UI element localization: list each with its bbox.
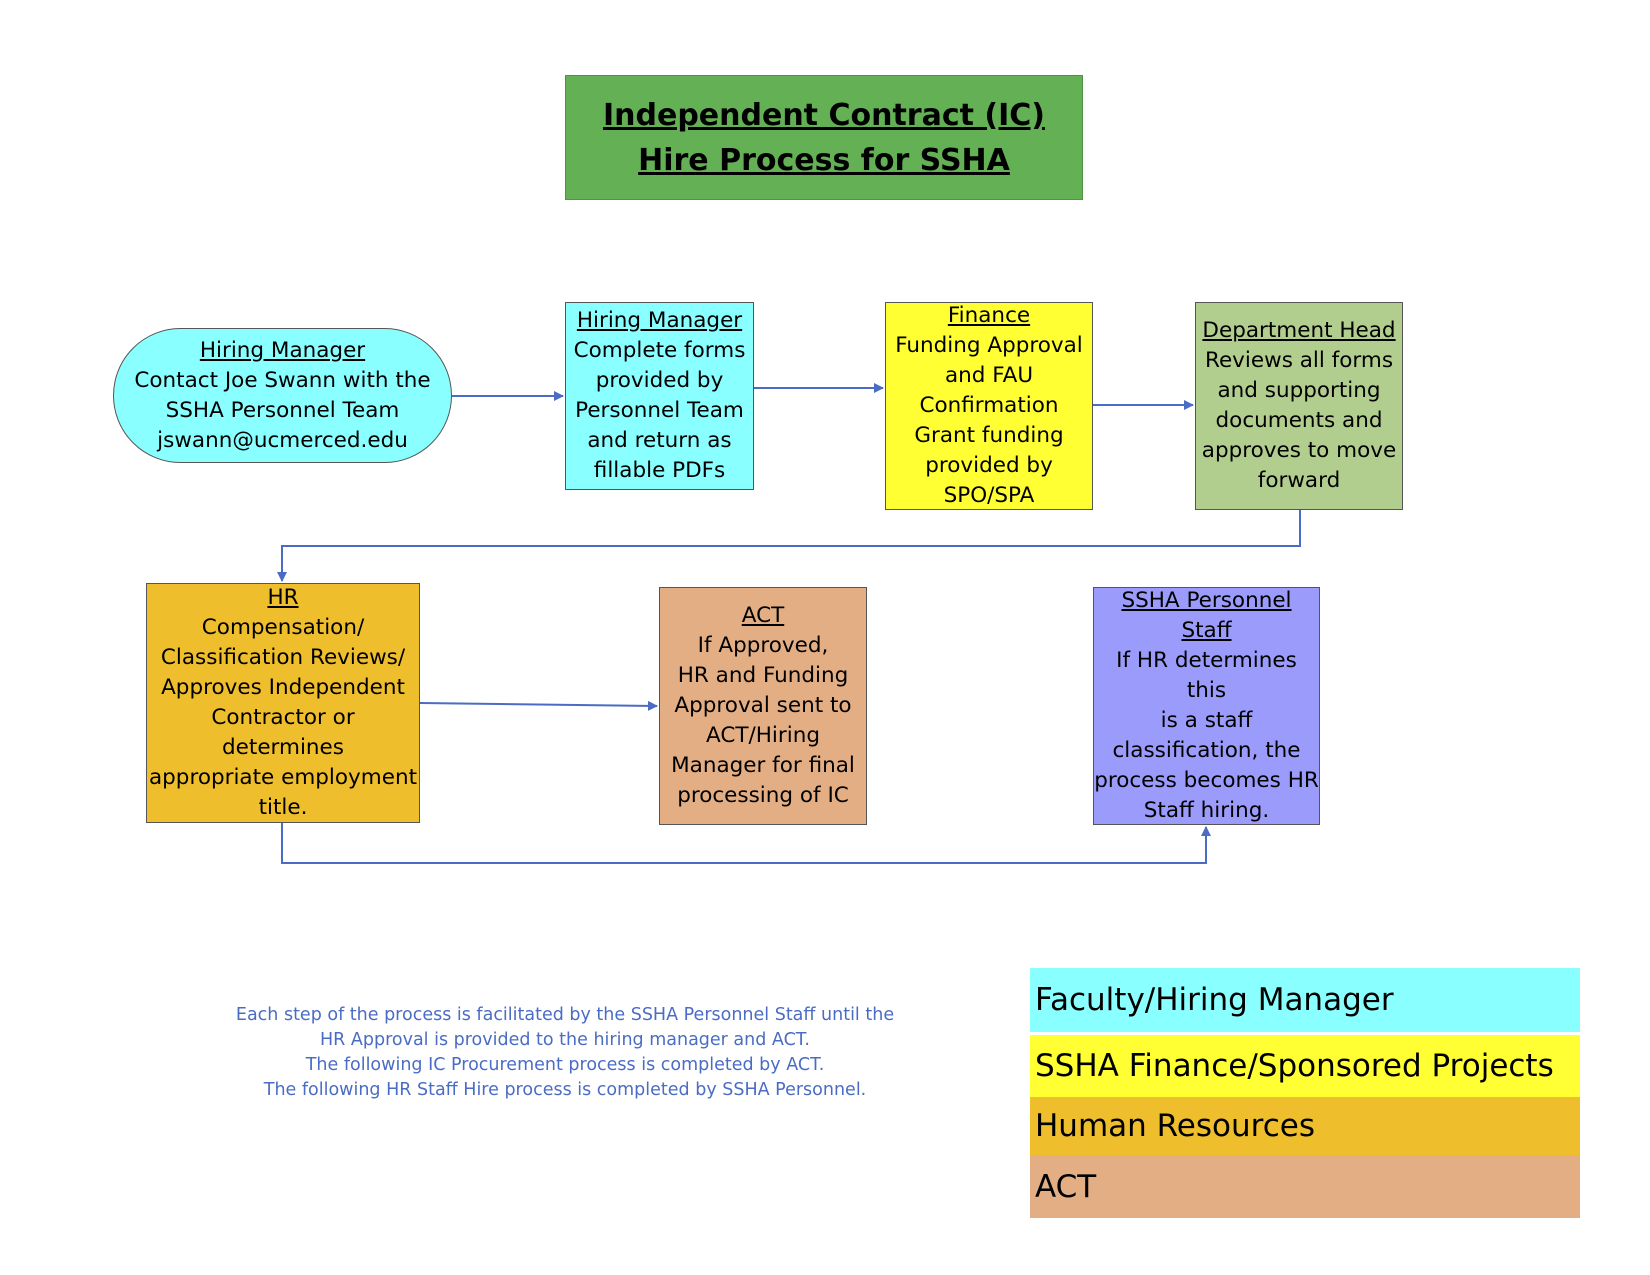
legend-label: SSHA Finance/Sponsored Projects [1035,1048,1554,1084]
note-line: Each step of the process is facilitated … [235,1005,895,1025]
node-line: provided by [595,368,724,393]
node-line: Contractor or determines [211,705,355,760]
node-hiring-manager-contact: Hiring Manager Contact Joe Swann with th… [113,328,452,463]
arrow-hr-to-act [419,700,658,711]
legend-item-human-resources: Human Resources [1030,1097,1580,1155]
node-line: and return as [587,428,732,453]
node-line: SPO/SPA [943,483,1035,508]
legend-label: ACT [1035,1168,1097,1205]
node-line: Confirmation [919,393,1059,418]
node-line: fillable PDFs [593,458,726,483]
node-line: is a staff [1160,708,1253,733]
node-line: Approves Independent [161,675,405,700]
node-line: Staff hiring. [1143,798,1270,823]
node-line: and FAU [944,363,1034,388]
node-line: process becomes HR [1094,768,1319,793]
node-line: Reviews all forms [1204,348,1394,373]
node-line: Contact Joe Swann with the [134,367,431,393]
legend-item-finance-sponsored-projects: SSHA Finance/Sponsored Projects [1030,1035,1580,1097]
process-note: Each step of the process is facilitated … [195,1003,935,1103]
node-line: classification, the [1112,738,1301,763]
node-line: provided by [925,453,1053,478]
node-line: jswann@ucmerced.edu [157,427,408,453]
node-line: and supporting [1217,378,1381,403]
legend-label: Human Resources [1035,1108,1315,1144]
legend-item-faculty-hiring-manager: Faculty/Hiring Manager [1030,968,1580,1032]
node-line: Compensation/ [201,615,365,640]
node-heading: Finance [947,303,1031,328]
node-line: Funding Approval [895,333,1083,358]
node-line: forward [1257,468,1341,493]
diagram-title: Independent Contract (IC) Hire Process f… [565,75,1083,200]
legend-item-act: ACT [1030,1155,1580,1218]
node-line: Grant funding [914,423,1064,448]
node-line: title. [258,795,308,820]
title-line-2: Hire Process for SSHA [638,142,1010,178]
note-line: The following HR Staff Hire process is c… [263,1080,867,1100]
node-line: Personnel Team [575,398,744,423]
node-line: processing of IC [677,783,849,808]
node-line: ACT/Hiring [706,723,820,748]
title-line-1: Independent Contract (IC) [602,97,1046,133]
node-heading: Hiring Manager [199,337,366,363]
node-line: Complete forms [573,338,746,363]
node-line: SSHA Personnel Team [165,397,400,423]
node-heading: Department Head [1202,318,1396,343]
node-finance: Finance Funding Approval and FAU Confirm… [885,302,1093,510]
node-act: ACT If Approved, HR and Funding Approval… [659,587,867,825]
node-line: If Approved, [697,633,829,658]
arrow-hr-to-ssha-personnel [281,823,1211,864]
node-line: approves to move [1201,438,1397,463]
node-line: documents and [1215,408,1383,433]
node-line: Approval sent to [674,693,852,718]
arrow-depthead-to-hr [277,510,1301,582]
node-department-head: Department Head Reviews all forms and su… [1195,302,1403,510]
node-line: HR and Funding [677,663,849,688]
note-line: HR Approval is provided to the hiring ma… [320,1030,810,1050]
node-heading: Hiring Manager [576,308,743,333]
node-line: appropriate employment [148,765,417,790]
node-heading: ACT [741,603,785,628]
node-heading: SSHA Personnel Staff [1121,588,1292,643]
legend-label: Faculty/Hiring Manager [1035,982,1394,1018]
node-heading: HR [267,585,299,610]
note-line: The following IC Procurement process is … [305,1055,825,1075]
node-hr: HR Compensation/ Classification Reviews/… [146,583,420,823]
node-line: Classification Reviews/ [160,645,406,670]
node-ssha-personnel-staff: SSHA Personnel Staff If HR determines th… [1093,587,1320,825]
node-line: If HR determines this [1116,648,1297,703]
node-line: Manager for final [671,753,855,778]
node-hiring-manager-forms: Hiring Manager Complete forms provided b… [565,302,754,490]
